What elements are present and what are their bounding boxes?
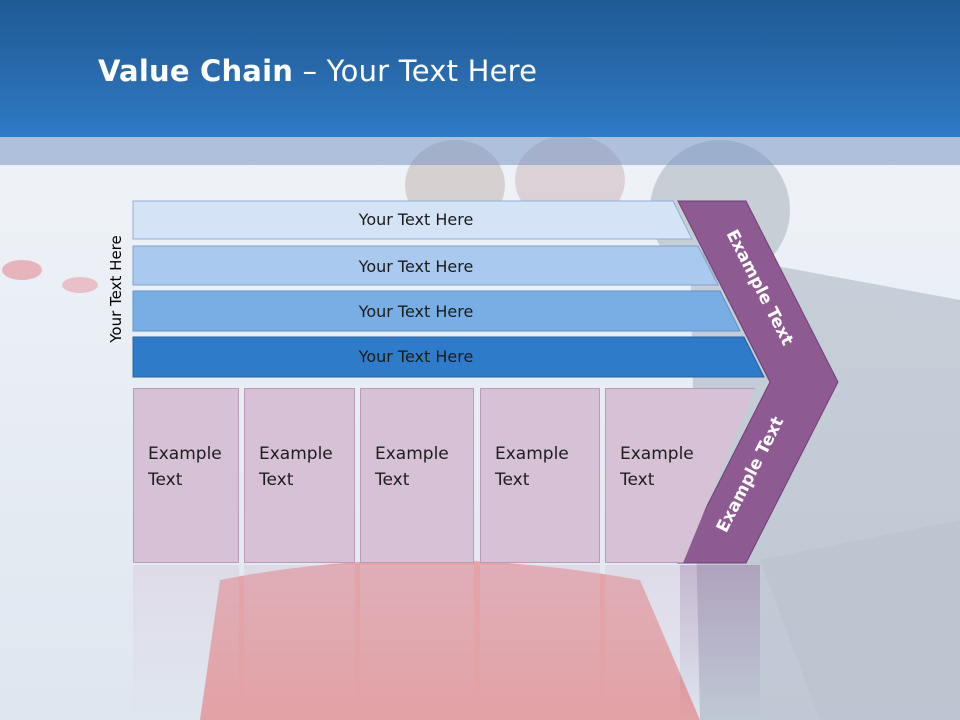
title-bold: Value Chain [98, 54, 294, 88]
activity-box-2: Example Text [244, 388, 355, 563]
activity-box-5-label: Example Text [620, 444, 694, 490]
activity-box-4-label: Example Text [495, 444, 569, 490]
bar-3: Your Text Here [132, 290, 741, 332]
activity-box-2-label: Example Text [259, 444, 333, 490]
activity-box-1-label: Example Text [148, 444, 222, 490]
bar-4-label: Your Text Here [358, 347, 474, 366]
reflection [0, 565, 960, 720]
bar-2-label: Your Text Here [358, 257, 474, 276]
activity-box-1: Example Text [133, 388, 239, 563]
activity-box-3: Example Text [360, 388, 474, 563]
bar-1-label: Your Text Here [358, 210, 474, 229]
slide-title: Value Chain – Your Text Here [98, 54, 537, 88]
header-strip [0, 137, 960, 165]
activity-box-4: Example Text [480, 388, 600, 563]
bar-1: Your Text Here [132, 200, 693, 240]
activity-box-3-label: Example Text [375, 444, 449, 490]
title-banner [0, 0, 960, 137]
title-rest: – Your Text Here [293, 54, 538, 88]
bar-3-label: Your Text Here [358, 302, 474, 321]
bar-2: Your Text Here [132, 245, 719, 286]
chevron-arrow [677, 200, 839, 564]
bar-4: Your Text Here [132, 336, 765, 378]
